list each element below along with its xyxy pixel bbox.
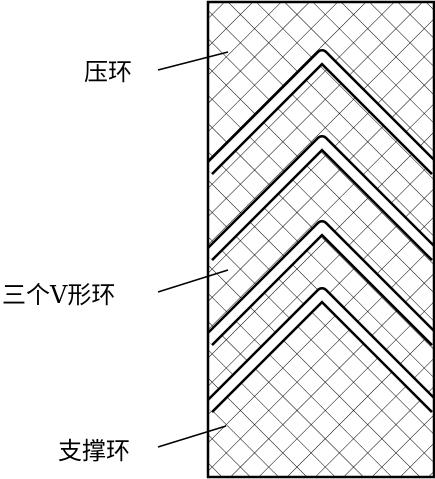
packing-body [208,2,435,477]
leader-line-pressure-ring [157,51,229,71]
label-pressure-ring: 压环 [84,58,132,86]
separator-v-ring-3 [208,287,435,413]
leader-line-support-ring [157,425,227,448]
packing-border [206,0,435,479]
separator-pressure-ring [208,49,435,175]
separator-v-ring-1 [208,135,435,261]
ring-separators [208,49,435,413]
leader-line-v-rings [157,269,229,293]
separator-v-ring-2 [208,220,435,346]
label-support-ring: 支撑环 [58,437,130,465]
label-v-rings: 三个V形环 [2,281,115,309]
